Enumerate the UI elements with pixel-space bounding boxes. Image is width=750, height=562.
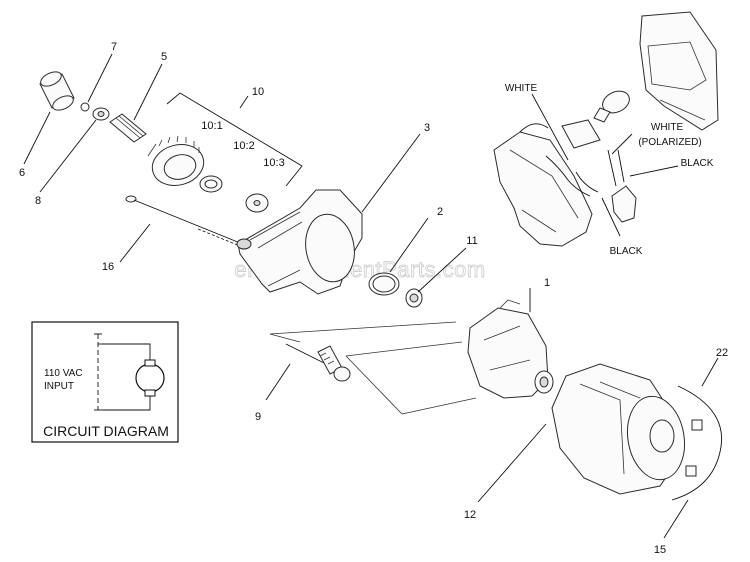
callout-10: 10 [252,86,264,98]
circuit-diagram: 110 VAC INPUT CIRCUIT DIAGRAM [31,321,179,443]
callout-8: 8 [35,195,41,207]
switch-housing [493,123,593,247]
circuit-input-line1: 110 VAC [44,368,83,379]
leader-lines [23,53,719,539]
callout-12: 12 [464,509,476,521]
gear-ratio-labels: 10:1 10:2 10:3 [201,120,284,169]
part-16-rod [125,195,251,248]
callout-9: 9 [255,411,261,423]
callout-2: 2 [437,206,443,218]
label-white-polarized-1: WHITE [651,122,684,133]
part-3-housing [236,189,363,295]
callout-16: 16 [102,261,114,273]
gear-washer-10-2 [199,175,223,193]
part-9-armature-shaft [285,343,351,382]
wire-labels: WHITE WHITE (POLARIZED) BLACK BLACK [505,83,714,257]
callout-22: 22 [716,347,728,359]
part-11-bushing [405,288,423,308]
callout-3: 3 [424,122,430,134]
circuit-diagram-title: CIRCUIT DIAGRAM [43,423,169,439]
part-10-gear [147,135,205,186]
switch-bulb [593,90,630,123]
motor-symbol [135,363,165,393]
callout-11: 11 [466,235,477,247]
callout-numbers: 7 5 10 6 8 3 2 11 16 1 9 22 12 15 [19,41,728,556]
circuit-input-line2: INPUT [44,381,74,392]
wire-leads [545,155,599,197]
label-white-top: WHITE [505,83,538,94]
part-22-end-bracket [671,385,722,501]
part-12-motor-can [551,363,686,495]
callout-7: 7 [111,41,117,53]
ratio-10-3: 10:3 [263,157,284,169]
part-5-pin [109,113,147,143]
label-white-polarized-2: (POLARIZED) [638,137,701,148]
callout-6: 6 [19,167,25,179]
callout-5: 5 [161,51,167,63]
part-7-ring [80,102,90,112]
polarized-plug [607,149,637,223]
switch-connector-block [561,119,601,149]
callout-15: 15 [654,544,666,556]
part-2-ring [368,272,400,296]
assembly-guide-planes [269,321,477,415]
switch-plate [639,11,719,131]
callout-10-bracket [166,92,303,187]
part-6-sleeve [39,71,75,111]
label-black-bottom: BLACK [610,246,643,257]
part-1-brush-holder [467,299,554,399]
label-black-right: BLACK [681,158,714,169]
ratio-10-2: 10:2 [233,140,254,152]
ratio-10-1: 10:1 [201,120,222,132]
part-8-washer [92,107,110,121]
gear-washer-10-3 [245,193,269,213]
callout-1: 1 [544,277,550,289]
